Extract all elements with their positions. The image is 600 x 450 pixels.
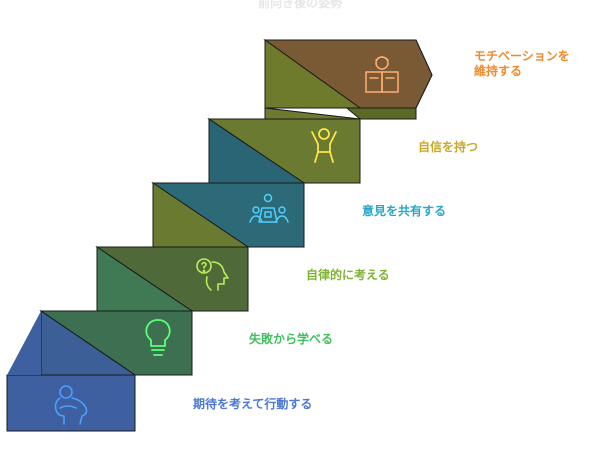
step-5-diagonal — [208, 118, 306, 184]
head-person-icon — [54, 385, 88, 425]
reading-person-icon — [365, 56, 399, 93]
celebrating-person-icon — [311, 128, 337, 163]
step-label-6: モチベーションを 維持する — [474, 49, 570, 78]
lightbulb-icon — [145, 319, 171, 356]
meeting-icon — [249, 193, 289, 223]
step-label-2: 失敗から学べる — [249, 332, 334, 346]
step-1-block — [6, 374, 136, 432]
step-label-5: 自信を持つ — [418, 140, 479, 154]
step-6 — [263, 39, 433, 109]
step-label-4: 意見を共有する — [362, 204, 447, 218]
page-title: 前向き後の姿勢 — [257, 0, 342, 10]
thinking-head-icon — [196, 258, 229, 291]
step-1-base — [7, 311, 41, 375]
step-4-diagonal — [152, 182, 250, 248]
step-label-3: 自律的に考える — [306, 268, 390, 282]
step-6-diagonal — [264, 39, 362, 109]
step-label-1: 期待を考えて行動する — [193, 397, 313, 411]
step-3-diagonal — [96, 246, 194, 312]
